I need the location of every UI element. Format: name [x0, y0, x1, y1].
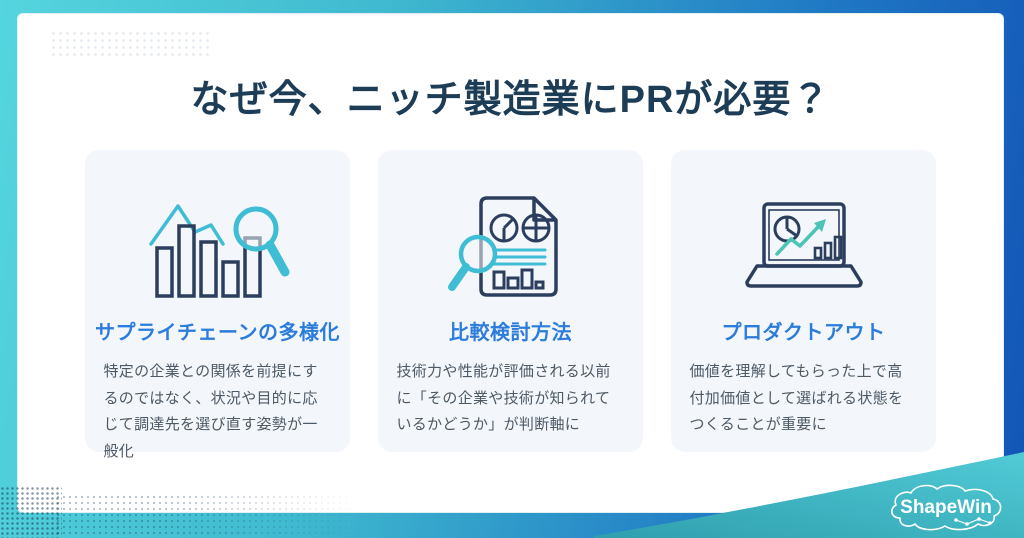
cards-row: サプライチェーンの多様化 特定の企業との関係を前提にするのではなく、状況や目的に… [17, 150, 1004, 460]
card-heading: プロダクトアウト [721, 322, 886, 344]
bar-chart-magnifier-icon [85, 190, 350, 304]
card-supply-chain: サプライチェーンの多様化 特定の企業との関係を前提にするのではなく、状況や目的に… [85, 150, 350, 460]
document-magnifier-icon [378, 190, 643, 304]
laptop-growth-chart-icon [671, 190, 936, 304]
card-body: 技術力や性能が評価される以前に「その企業や技術が知られているかどうか」が判断軸に [396, 363, 611, 434]
slide-content-area: なぜ今、ニッチ製造業にPRが必要？ サプライチェーンの多様化 特定の企業との関係… [17, 13, 1004, 513]
logo-text-svg: ShapeWin [900, 497, 992, 518]
shapewin-logo: ShapeWin [884, 482, 1012, 534]
card-heading: 比較検討方法 [449, 322, 572, 344]
card-comparison: 比較検討方法 技術力や性能が評価される以前に「その企業や技術が知られているかどう… [378, 150, 643, 452]
corner-swoosh-shape [594, 452, 1024, 538]
card-product-out: プロダクトアウト 価値を理解してもらった上で高付加価値として選ばれる状態をつくる… [671, 150, 936, 452]
card-body: 価値を理解してもらった上で高付加価値として選ばれる状態をつくることが重要に [689, 363, 904, 434]
page-title: なぜ今、ニッチ製造業にPRが必要？ [190, 79, 831, 121]
card-body: 特定の企業との関係を前提にするのではなく、状況や目的に応じて調達先を選び直す姿勢… [103, 363, 318, 461]
card-heading: サプライチェーンの多様化 [95, 322, 340, 344]
